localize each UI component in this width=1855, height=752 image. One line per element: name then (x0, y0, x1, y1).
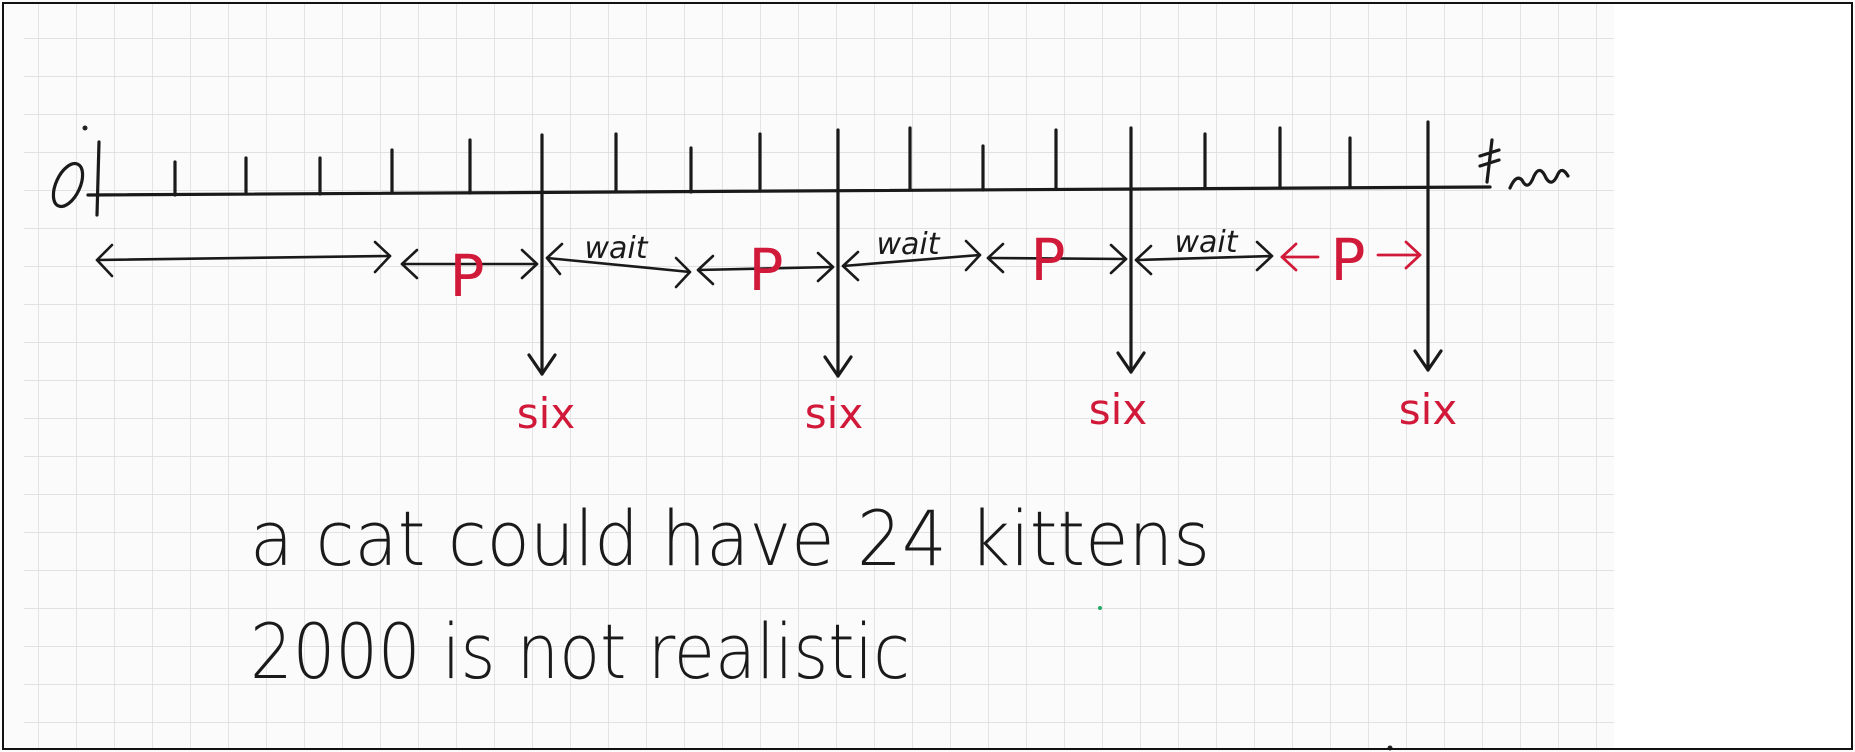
litter-markers (527, 120, 1443, 378)
interval-arrows (95, 239, 1274, 289)
speck (1387, 745, 1393, 751)
litter-label: six (1089, 385, 1147, 434)
speck (82, 125, 88, 131)
segment-label-p: P (450, 242, 485, 310)
litter-label: six (1399, 385, 1457, 434)
litter-label: six (517, 389, 575, 438)
axis-line (86, 185, 1492, 197)
axis-squiggle (1508, 168, 1570, 190)
segment-label-p: P (1031, 226, 1066, 294)
interval-arrow-last (1280, 240, 1422, 272)
origin-zero (51, 161, 85, 209)
number-line (51, 120, 1570, 378)
grid-lines (24, 2, 1614, 750)
segment-label-p: P (749, 236, 784, 304)
segment-label-wait: wait (1174, 225, 1238, 260)
segment-label-p: P (1331, 226, 1366, 294)
note-line-2: 2000 is not realistic (250, 607, 910, 696)
margin (1614, 2, 1854, 750)
litter-label: six (805, 389, 863, 438)
speck (1098, 606, 1102, 610)
segment-label-wait: wait (584, 231, 648, 266)
axis-ticks (173, 126, 1352, 197)
segment-label-wait: wait (876, 227, 940, 262)
origin-tick (95, 140, 101, 217)
note-line-1: a cat could have 24 kittens (250, 494, 1210, 583)
axis-break (1478, 138, 1501, 184)
